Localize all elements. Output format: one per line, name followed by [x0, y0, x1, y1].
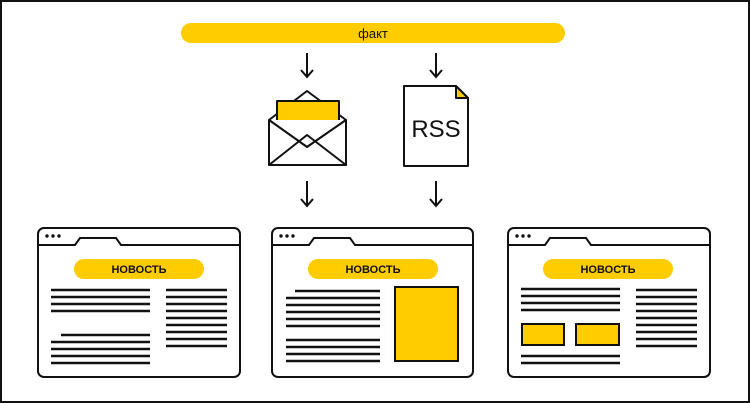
browser-window-middle: НОВОСТЬ [271, 227, 474, 378]
news-label: НОВОСТЬ [580, 264, 635, 276]
fact-pill: факт [181, 23, 565, 43]
envelope-icon [268, 90, 347, 166]
arrow-rss-to-browser [429, 181, 443, 208]
news-pill: НОВОСТЬ [543, 259, 673, 279]
news-pill: НОВОСТЬ [74, 259, 204, 279]
text-lines [51, 288, 227, 365]
fact-label: факт [358, 26, 388, 41]
browser-window-left: НОВОСТЬ [37, 227, 241, 378]
browser-window-right: НОВОСТЬ [507, 227, 711, 378]
rss-label: RSS [411, 116, 460, 143]
news-label: НОВОСТЬ [111, 264, 166, 276]
news-pill: НОВОСТЬ [308, 259, 438, 279]
news-label: НОВОСТЬ [345, 264, 400, 276]
image-placeholder [575, 323, 620, 346]
text-lines [521, 287, 697, 365]
image-placeholder [521, 323, 565, 346]
arrow-fact-to-rss [429, 53, 443, 79]
arrow-fact-to-email [300, 53, 314, 79]
text-lines [286, 289, 380, 363]
image-placeholder [394, 286, 459, 362]
rss-document-icon: RSS [403, 85, 469, 167]
arrow-email-to-browser [300, 181, 314, 208]
